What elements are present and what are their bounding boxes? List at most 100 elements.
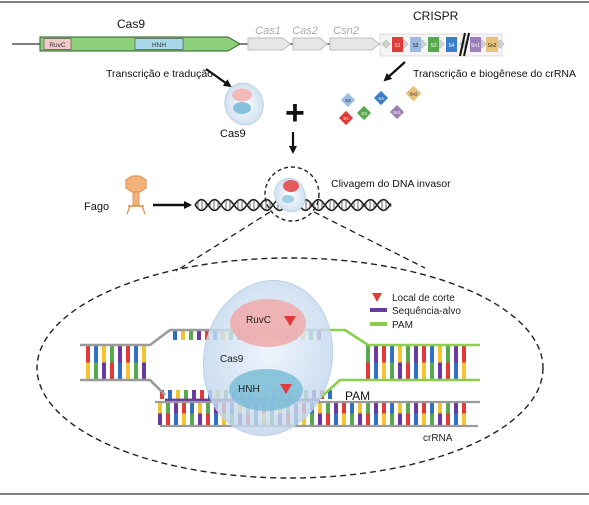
dna-base [358,413,362,425]
dna-base [462,402,466,414]
dna-base [414,413,418,425]
dna-base [326,413,330,425]
crrna-diamond-s1 [338,110,354,126]
dna-base [358,402,362,414]
crispr-spacer-s1 [392,37,403,52]
dna-base [422,345,426,363]
cas9-large-label: Cas9 [220,354,244,365]
dna-base [205,331,209,340]
cleavage-highlight-circle [264,166,320,222]
crispr-label-s4: S4 [448,43,454,49]
dna-base [328,390,332,399]
array-break-mark-1 [459,32,466,57]
dna-base [334,402,338,414]
dna-base [189,331,193,340]
dna-base [446,402,450,414]
dna-base [406,362,410,380]
dna-base [94,362,98,380]
array-break-mark-2 [463,32,470,57]
dna-base [430,413,434,425]
dna-base [374,345,378,363]
crispr-spacer-s4 [446,37,457,52]
dna-base [318,402,322,414]
dna-base [446,362,450,380]
crispr-spacer-sn1 [470,37,481,52]
dna-base [342,413,346,425]
dna-base [438,402,442,414]
hnh-cut-marker [280,384,292,394]
crispr-label-sn1: Sn1 [471,43,480,49]
dna-base [454,413,458,425]
dna-base [398,362,402,380]
legend-pam-label: PAM [392,320,413,331]
dna-base [390,362,394,380]
dna-base [142,362,146,380]
dna-base [414,362,418,380]
csn2-gene [329,37,380,51]
dna-base [166,402,170,414]
dna-base [326,402,330,414]
crrna-diamond-sn1 [389,104,405,120]
dna-top-strand-pam [325,328,480,347]
zoom-line-left [175,211,271,272]
dna-base [398,402,402,414]
crispr-label-s3: S3 [430,43,436,49]
crispr-repeat [381,39,391,49]
legend-pam-swatch [370,322,387,326]
dna-base [350,402,354,414]
crispr-title: CRISPR [413,9,459,23]
dna-base [398,345,402,363]
translation-arrow [205,68,232,88]
dna-base [382,362,386,380]
cas1-gene [247,37,291,51]
dna-base [414,345,418,363]
dna-base [86,362,90,380]
crrna-diamond-s4 [373,90,389,106]
cas9-protein-large [202,280,334,436]
dna-base [430,402,434,414]
dna-base [160,390,164,399]
dna-base [422,413,426,425]
dna-base [174,413,178,425]
dna-base [126,345,130,363]
dna-base [214,413,218,425]
zoom-line-right [313,211,426,269]
crispr-array: S1 S2 S3 S4 Sn1 Sn2 [379,32,505,57]
dna-base [174,402,178,414]
legend-target-label: Sequência-alvo [392,306,461,317]
cas9-on-dna-small [274,177,306,213]
dna-base [446,345,450,363]
dna-base [181,331,185,340]
crrna-diamonds: S1 S2 S3 S4 Sn1 Sn2 [338,85,422,126]
dna-base [184,390,188,399]
dna-base [94,345,98,363]
dna-base [454,362,458,380]
crispr-spacer-s2 [410,37,421,52]
cas-genes: Cas1 Cas2 Csn2 [247,25,380,51]
dna-base [462,362,466,380]
dna-base [102,345,106,363]
hnh-domain-label: HNH [152,42,166,49]
cas9-small-ruvc [232,88,252,102]
dna-base [134,362,138,380]
dna-bottom-strand-pam [319,378,480,399]
cas9-gene: RuvC HNH [39,36,241,52]
cas2-label: Cas2 [292,25,318,37]
dna-base [168,390,172,399]
cas9-gene-title: Cas9 [117,17,145,31]
crispr-label-sn2: Sn2 [488,43,497,49]
dna-base [206,402,210,414]
dna-base [438,362,442,380]
dna-base [190,413,194,425]
hnh-domain-large [229,369,303,411]
ruvc-label: RuvC [246,315,271,326]
dna-base [406,345,410,363]
dna-base [390,413,394,425]
zoom-ellipse [36,257,544,479]
dna-base [414,402,418,414]
dna-base [176,390,180,399]
dna-base [438,345,442,363]
dna-base [374,362,378,380]
crrna-diamond-label-s3: S3 [361,111,367,116]
dna-base [422,362,426,380]
